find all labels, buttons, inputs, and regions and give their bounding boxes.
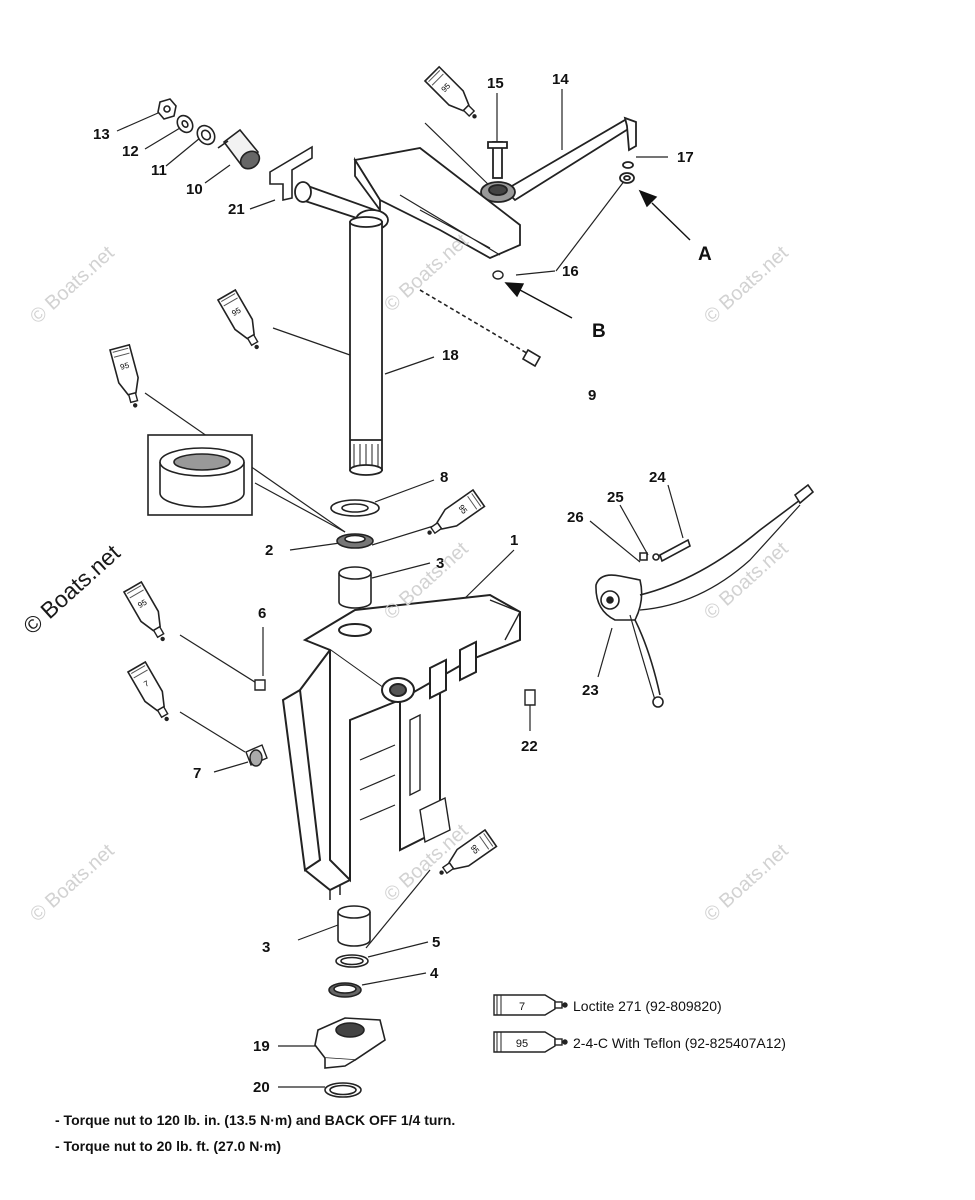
callout-B: B bbox=[592, 321, 606, 342]
callout-17: 17 bbox=[677, 149, 694, 166]
torque-note-a: - Torque nut to 120 lb. in. (13.5 N·m) a… bbox=[55, 1112, 456, 1128]
callout-3-top: 3 bbox=[436, 555, 445, 572]
callout-12: 12 bbox=[122, 143, 139, 160]
legend-tube-loctite: 7 bbox=[493, 994, 568, 1016]
callout-3-bottom: 3 bbox=[262, 939, 271, 956]
callout-A: A bbox=[698, 244, 712, 265]
callout-20: 20 bbox=[253, 1079, 270, 1096]
nut-16 bbox=[492, 270, 504, 280]
callout-26: 26 bbox=[567, 509, 584, 526]
grease-tubes: 95 95 95 95 95 7 95 bbox=[109, 66, 498, 883]
callout-25: 25 bbox=[607, 489, 624, 506]
hardware-13-10 bbox=[157, 98, 261, 170]
callout-13: 13 bbox=[93, 126, 110, 143]
callout-15: 15 bbox=[487, 75, 504, 92]
callout-11: 11 bbox=[151, 162, 167, 179]
swivel-yoke-top bbox=[294, 147, 521, 260]
steering-arm-14 bbox=[480, 116, 637, 203]
sensor-23 bbox=[595, 483, 815, 708]
callout-6: 6 bbox=[258, 605, 267, 622]
arrows bbox=[504, 189, 691, 319]
torque-note-b: - Torque nut to 20 lb. ft. (27.0 N·m) bbox=[55, 1138, 282, 1154]
legend-grease-text: 2-4-C With Teflon (92-825407A12) bbox=[573, 1035, 786, 1051]
callout-22: 22 bbox=[521, 738, 538, 755]
bearing-inset bbox=[147, 434, 253, 516]
callout-21: 21 bbox=[228, 201, 245, 218]
callout-8: 8 bbox=[440, 469, 449, 486]
swivel-bracket-1 bbox=[281, 593, 521, 900]
callout-16: 16 bbox=[562, 263, 579, 280]
callout-5: 5 bbox=[432, 934, 441, 951]
tube-label-7: 7 bbox=[142, 679, 151, 689]
callout-14: 14 bbox=[552, 71, 569, 88]
legend-code-loctite: 7 bbox=[519, 1001, 525, 1013]
bolt-9 bbox=[419, 289, 542, 368]
legend-code-grease: 95 bbox=[516, 1038, 528, 1050]
legend-loctite-text: Loctite 271 (92-809820) bbox=[573, 998, 722, 1014]
steering-tube-18 bbox=[349, 216, 383, 476]
callout-2: 2 bbox=[265, 542, 274, 559]
callout-23: 23 bbox=[582, 682, 599, 699]
legend-tube-grease: 95 bbox=[493, 1031, 568, 1053]
callout-1: 1 bbox=[510, 532, 519, 549]
plate-21 bbox=[269, 145, 313, 201]
callout-4: 4 bbox=[430, 965, 439, 982]
washers-8-2 bbox=[330, 499, 380, 549]
callout-24: 24 bbox=[649, 469, 666, 486]
fittings-6-7-22 bbox=[245, 679, 536, 767]
callout-18: 18 bbox=[442, 347, 459, 364]
callout-9: 9 bbox=[588, 387, 597, 404]
bottom-parts bbox=[314, 905, 386, 1098]
bushing-3-top bbox=[338, 566, 372, 609]
tube-label-95: 95 bbox=[119, 361, 130, 372]
callout-7: 7 bbox=[193, 765, 202, 782]
callout-10: 10 bbox=[186, 181, 203, 198]
callout-19: 19 bbox=[253, 1038, 270, 1055]
